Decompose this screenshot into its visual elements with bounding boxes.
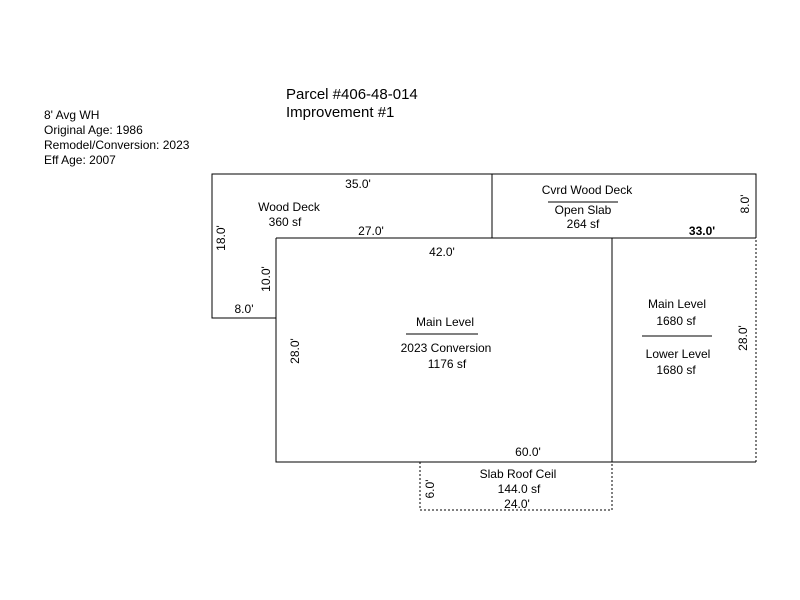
dim-42: 42.0' xyxy=(429,245,455,259)
improvement-title: Improvement #1 xyxy=(286,104,395,121)
lower-level-name: Lower Level xyxy=(645,347,711,361)
dim-35: 35.0' xyxy=(345,177,371,191)
dim-27: 27.0' xyxy=(358,224,384,238)
dim-28-right: 28.0' xyxy=(736,325,750,351)
dim-6: 6.0' xyxy=(423,479,437,499)
dim-24: 24.0' xyxy=(504,497,530,511)
main-level-name: Main Level xyxy=(647,297,707,311)
main-conv-sub: 2023 Conversion xyxy=(400,341,492,355)
cvrd-deck-area: 264 sf xyxy=(566,217,600,231)
cvrd-deck-name: Cvrd Wood Deck xyxy=(541,183,633,197)
dim-8-right: 8.0' xyxy=(738,194,752,214)
eff-age-text: Eff Age: 2007 xyxy=(44,153,116,167)
lower-level-area: 1680 sf xyxy=(656,363,696,377)
slab-roof-area: 144.0 sf xyxy=(497,482,541,496)
original-age-text: Original Age: 1986 xyxy=(44,123,143,137)
main-conversion-outline xyxy=(275,238,613,463)
remodel-text: Remodel/Conversion: 2023 xyxy=(44,138,190,152)
parcel-title: Parcel #406-48-014 xyxy=(286,86,418,103)
main-level-area: 1680 sf xyxy=(656,314,696,328)
slab-roof-name: Slab Roof Ceil xyxy=(479,467,557,481)
main-conv-name: Main Level xyxy=(415,315,475,329)
dim-8-left: 8.0' xyxy=(234,302,254,316)
slab-roof-outline xyxy=(419,462,613,511)
cvrd-deck-sub: Open Slab xyxy=(554,203,612,217)
dim-28-left: 28.0' xyxy=(288,338,302,364)
wood-deck-area: 360 sf xyxy=(268,215,302,229)
wall-height-text: 8' Avg WH xyxy=(44,108,100,122)
cvrd-deck-outline xyxy=(492,173,757,238)
wood-deck-name: Wood Deck xyxy=(258,200,320,214)
dim-60: 60.0' xyxy=(515,445,541,459)
dim-18: 18.0' xyxy=(214,225,228,251)
dim-10: 10.0' xyxy=(259,266,273,292)
main-conv-area: 1176 sf xyxy=(427,357,467,371)
dim-33: 33.0' xyxy=(688,224,716,238)
